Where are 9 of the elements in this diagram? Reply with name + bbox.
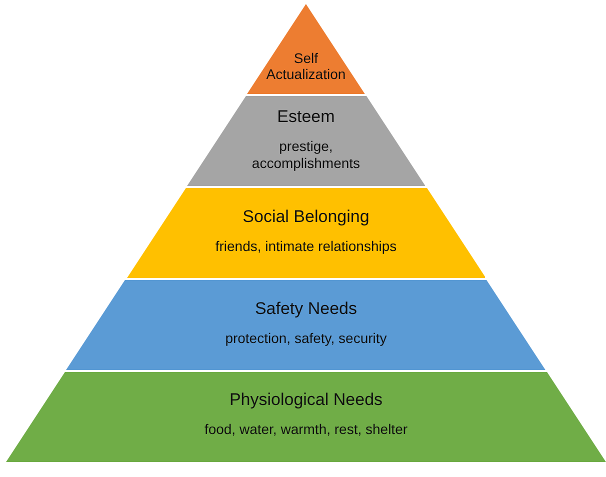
tier-description: food, water, warmth, rest, shelter bbox=[204, 421, 408, 438]
tier-heading: Physiological Needs bbox=[229, 389, 383, 411]
tier-description: prestige, accomplishments bbox=[250, 138, 362, 172]
tier-heading: Safety Needs bbox=[254, 298, 358, 320]
tier-description: protection, safety, security bbox=[225, 330, 387, 347]
tier-heading: Self Actualization bbox=[265, 50, 347, 82]
tier-heading: Social Belonging bbox=[242, 206, 370, 228]
tier-heading: Esteem bbox=[277, 106, 335, 128]
tier-description: friends, intimate relationships bbox=[215, 238, 397, 255]
